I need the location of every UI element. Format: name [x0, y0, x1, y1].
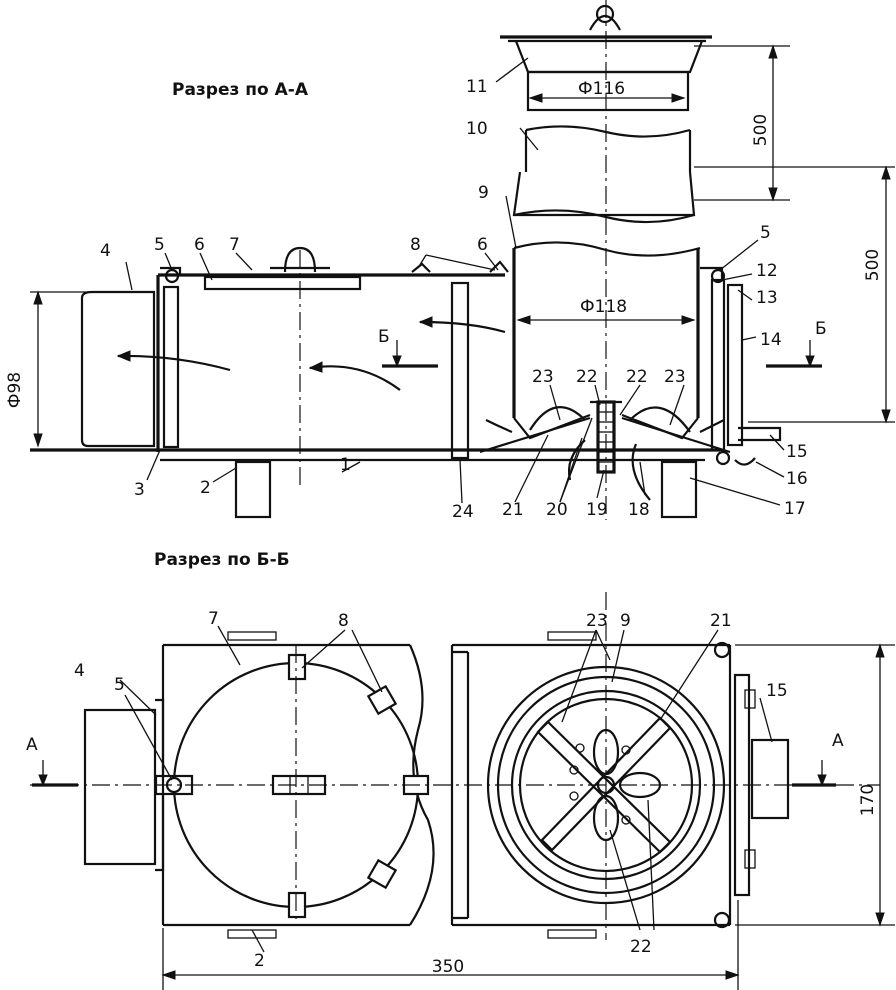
callout-5-left: 5	[154, 235, 165, 255]
section-mark-a-right: А	[832, 731, 844, 751]
dim-500-upper-label: 500	[751, 114, 771, 146]
filter-body-9	[479, 241, 731, 519]
section-bb-title: Разрез по Б-Б	[154, 550, 290, 570]
callout-17: 17	[784, 499, 806, 519]
dim-d116	[528, 93, 686, 103]
callout-23-left: 23	[532, 367, 554, 387]
section-aa-title: Разрез по А-А	[172, 80, 309, 100]
callout-bb-2: 2	[254, 951, 265, 971]
callout-7: 7	[229, 235, 240, 255]
callout-19: 19	[586, 500, 608, 520]
callout-11: 11	[466, 77, 488, 97]
callout-bb-15: 15	[766, 681, 788, 701]
leader-lines	[119, 57, 785, 953]
callout-24: 24	[452, 502, 474, 522]
right-wall-assembly	[700, 266, 782, 466]
callout-bb-4: 4	[74, 661, 85, 681]
dim-500-upper	[694, 44, 895, 202]
section-mark-a-left: А	[26, 735, 38, 755]
housing-1	[30, 246, 822, 519]
callout-bb-5: 5	[114, 675, 125, 695]
callout-1: 1	[340, 455, 351, 475]
callout-20: 20	[546, 500, 568, 520]
pipe-10	[512, 125, 696, 224]
dim-170-label: 170	[858, 784, 878, 816]
section-mark-b-left: Б	[378, 327, 390, 347]
callout-15: 15	[786, 442, 808, 462]
section-mark-b-right: Б	[815, 319, 827, 339]
callout-bb-9: 9	[620, 611, 631, 631]
callout-21: 21	[502, 500, 524, 520]
callout-14: 14	[760, 330, 782, 350]
flow-arrows	[116, 316, 506, 391]
callout-9: 9	[478, 183, 489, 203]
callout-13: 13	[756, 288, 778, 308]
dim-d116-label: Ф116	[578, 79, 625, 99]
callout-18: 18	[628, 500, 650, 520]
callout-bb-7: 7	[208, 609, 219, 629]
callout-2: 2	[200, 478, 211, 498]
callout-6-right: 6	[477, 235, 488, 255]
callout-22-right: 22	[626, 367, 648, 387]
callout-16: 16	[786, 469, 808, 489]
callout-22-left: 22	[576, 367, 598, 387]
dim-500-right	[748, 165, 895, 424]
callout-3: 3	[134, 480, 145, 500]
cap-assembly-11	[500, 0, 712, 520]
plan-view	[30, 592, 895, 990]
callout-4: 4	[100, 241, 111, 261]
dim-500-right-label: 500	[863, 249, 883, 281]
callout-5-right: 5	[760, 223, 771, 243]
dim-350-label: 350	[432, 957, 464, 977]
callout-bb-22: 22	[630, 937, 652, 957]
callout-8: 8	[410, 235, 421, 255]
dim-d118-label: Ф118	[580, 297, 627, 317]
callout-6-left: 6	[194, 235, 205, 255]
callout-bb-8: 8	[338, 611, 349, 631]
callout-bb-23: 23	[586, 611, 608, 631]
callout-23-right: 23	[664, 367, 686, 387]
dim-d98-label: Ф98	[5, 372, 25, 408]
dim-d98	[30, 290, 90, 448]
callout-bb-21: 21	[710, 611, 732, 631]
callout-10: 10	[466, 119, 488, 139]
callout-12: 12	[756, 261, 778, 281]
